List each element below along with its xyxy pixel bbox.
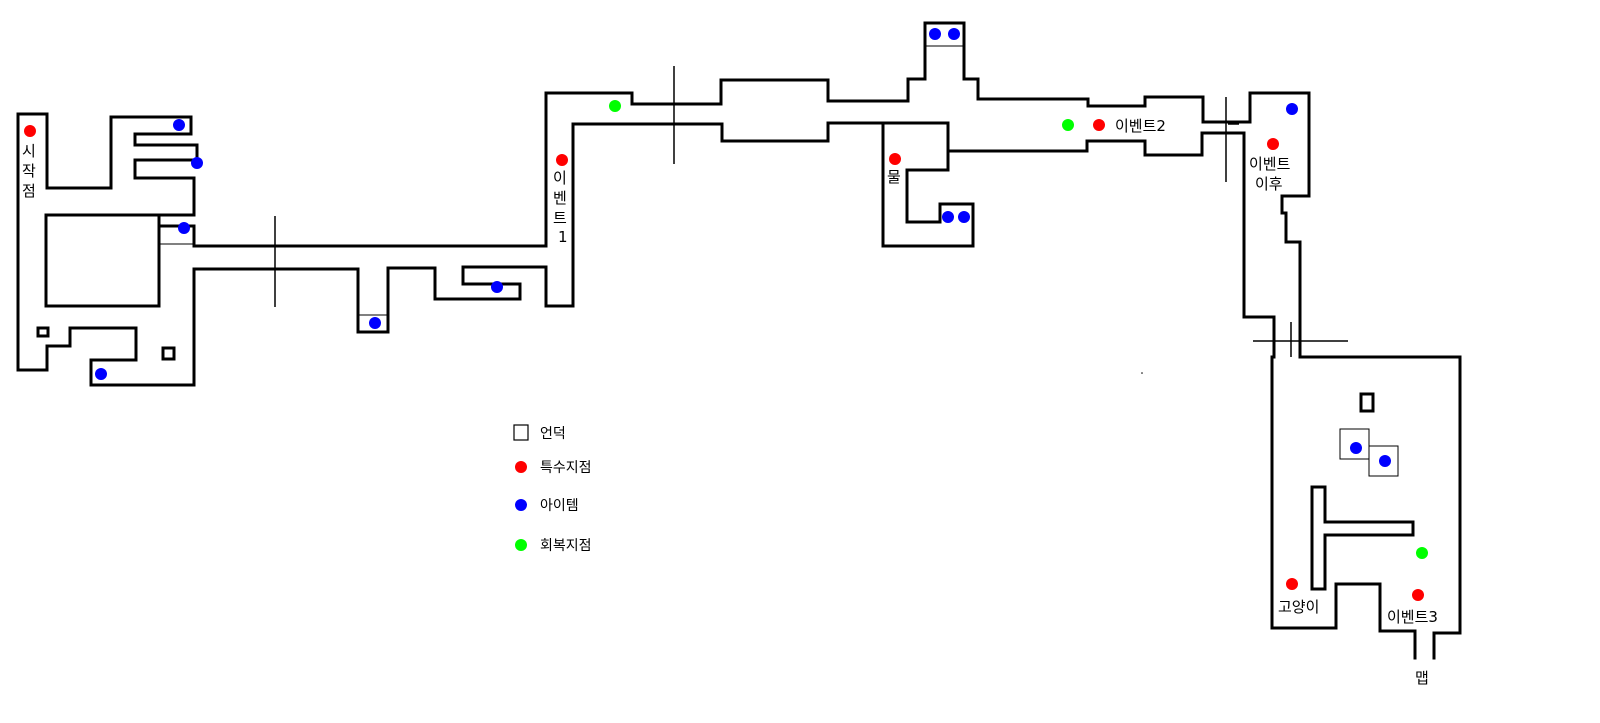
label-map-exit: 맵	[1415, 669, 1429, 687]
wall-water-room	[881, 121, 975, 248]
label-after-event-1: 이벤트	[1249, 155, 1291, 173]
legend: 언덕 특수지점 아이템 회복지점	[513, 424, 592, 554]
alcove-lines	[159, 45, 1399, 477]
heal-point	[1416, 547, 1428, 559]
legend-heal-symbol	[515, 539, 527, 551]
label-start-3: 점	[22, 182, 36, 200]
item-box	[1368, 445, 1399, 477]
doors	[274, 66, 1348, 374]
special-point-event2	[1093, 119, 1105, 131]
wall-left-outer	[16, 112, 199, 387]
label-start-1: 시	[22, 142, 36, 160]
label-event1-2: 벤	[553, 189, 567, 207]
legend-special-symbol	[515, 461, 527, 473]
label-event1-1: 이	[553, 169, 567, 187]
heal-points	[609, 100, 1428, 559]
heal-point	[609, 100, 621, 112]
hill-box	[1359, 392, 1375, 413]
item-point	[491, 281, 503, 293]
special-point-event3	[1412, 589, 1424, 601]
small-hill-box	[161, 346, 176, 361]
label-cat: 고양이	[1278, 598, 1319, 616]
walls	[16, 21, 1462, 660]
item-box	[1339, 428, 1370, 460]
item-point	[191, 157, 203, 169]
label-event1-4: 1	[558, 228, 568, 246]
special-point-event1	[556, 154, 568, 166]
item-point	[958, 211, 970, 223]
special-point-start	[24, 125, 36, 137]
item-point	[178, 222, 190, 234]
item-point	[1379, 455, 1391, 467]
label-event2: 이벤트2	[1115, 117, 1166, 135]
label-event3: 이벤트3	[1387, 608, 1438, 626]
item-point	[1286, 103, 1298, 115]
legend-item-label: 아이템	[540, 498, 579, 514]
legend-heal-label: 회복지점	[540, 538, 592, 554]
item-point	[929, 28, 941, 40]
special-points	[24, 119, 1424, 601]
item-point	[942, 211, 954, 223]
special-point-cat	[1286, 578, 1298, 590]
special-point-after-event	[1267, 138, 1279, 150]
legend-hill-label: 언덕	[540, 426, 566, 442]
legend-hill-symbol	[513, 424, 529, 441]
label-after-event-2: 이후	[1255, 175, 1283, 193]
wall-t-shape	[1310, 485, 1415, 591]
item-point	[948, 28, 960, 40]
special-point-water	[889, 153, 901, 165]
heal-point	[1062, 119, 1074, 131]
item-point	[369, 317, 381, 329]
item-points	[95, 28, 1391, 467]
item-point	[173, 119, 185, 131]
item-point	[95, 368, 107, 380]
legend-item-symbol	[515, 499, 527, 511]
wall-inner-room	[44, 213, 161, 308]
label-water: 물	[887, 168, 901, 186]
legend-special-label: 특수지점	[540, 460, 592, 476]
small-hill-box	[36, 326, 50, 338]
map-labels: 시 작 점 이 벤 트 1 물 이벤트2 이벤트 이후 고양이 이벤트3 맵	[22, 117, 1438, 687]
wall-corridor-bottom	[192, 121, 1417, 660]
wall-corridor-top	[192, 21, 1462, 660]
item-point	[1350, 442, 1362, 454]
label-start-2: 작	[22, 162, 36, 180]
label-event1-3: 트	[553, 209, 567, 227]
